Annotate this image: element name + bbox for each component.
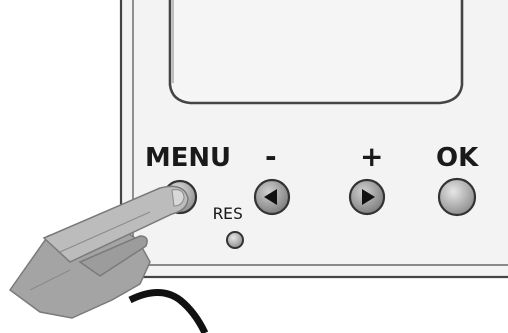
reset-button[interactable] xyxy=(227,232,243,248)
cable xyxy=(130,293,205,333)
ok-button[interactable] xyxy=(439,179,475,215)
plus-label: + xyxy=(360,140,383,173)
ok-label: OK xyxy=(436,143,479,173)
left-arrow-button[interactable] xyxy=(255,180,289,214)
lcd-screen xyxy=(170,0,462,103)
right-arrow-button[interactable] xyxy=(350,180,384,214)
minus-label: - xyxy=(265,140,277,173)
menu-label: MENU xyxy=(145,143,231,173)
reset-label: RES xyxy=(213,204,243,223)
